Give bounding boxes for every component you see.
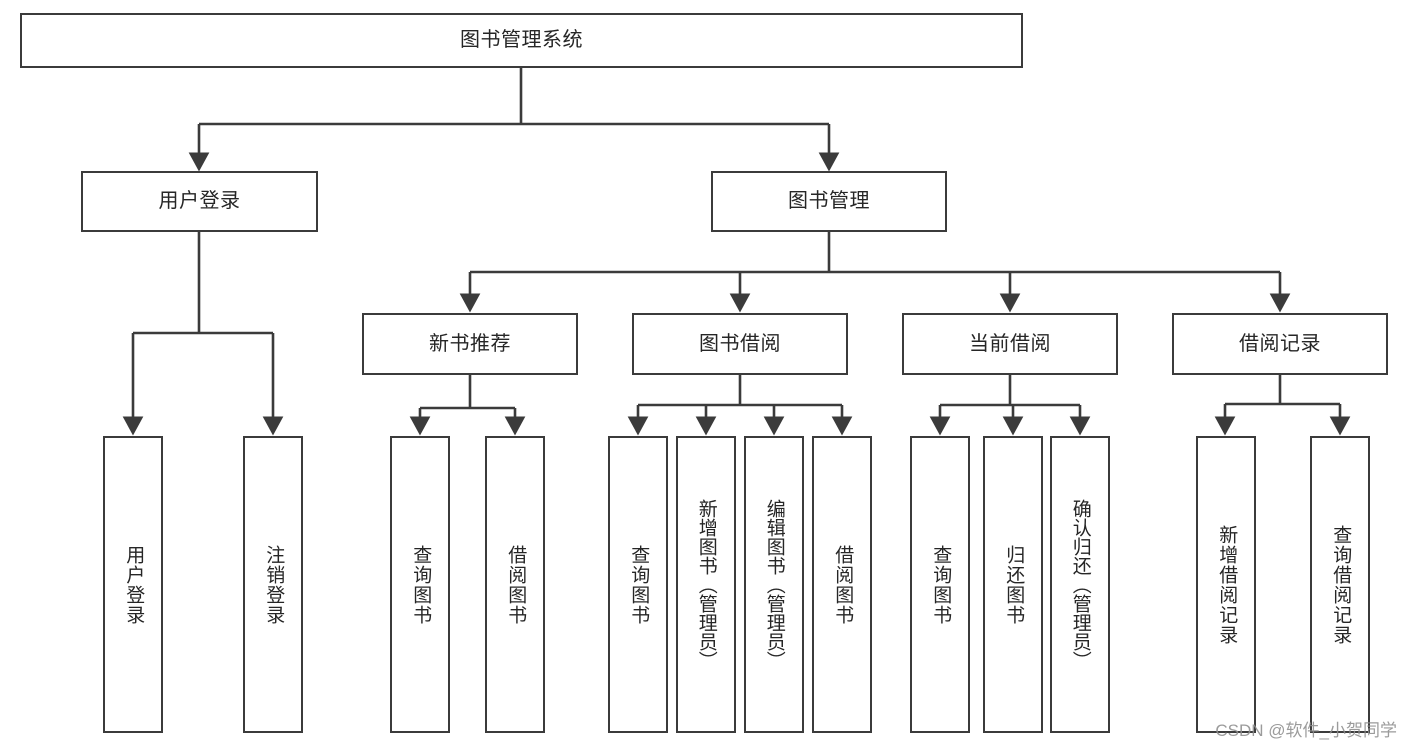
node-label: 图书借阅: [699, 332, 781, 355]
leaf-query-book-nb[interactable]: 查询图书: [390, 436, 450, 733]
leaf-borrow-book-nb[interactable]: 借阅图书: [485, 436, 545, 733]
leaf-add-borrow-record[interactable]: 新增借阅记录: [1196, 436, 1256, 733]
leaf-label: 借阅图书: [505, 544, 527, 625]
leaf-label: 新增图书（管理员）: [695, 499, 717, 670]
leaf-logout[interactable]: 注销登录: [243, 436, 303, 733]
leaf-confirm-return-admin[interactable]: 确认归还（管理员）: [1050, 436, 1110, 733]
node-new-book-recommend[interactable]: 新书推荐: [362, 313, 578, 375]
leaf-label: 查询图书: [410, 544, 432, 625]
leaf-label: 用户登录: [123, 544, 145, 625]
leaf-add-book-admin[interactable]: 新增图书（管理员）: [676, 436, 736, 733]
node-label: 图书管理系统: [460, 29, 583, 51]
node-user-login[interactable]: 用户登录: [81, 171, 318, 232]
leaf-label: 查询图书: [930, 544, 952, 625]
leaf-label: 查询图书: [628, 544, 650, 625]
node-label: 新书推荐: [429, 332, 511, 355]
node-label: 用户登录: [158, 190, 241, 212]
node-current-borrow[interactable]: 当前借阅: [902, 313, 1118, 375]
node-label: 图书管理: [788, 190, 870, 212]
leaf-query-borrow-record[interactable]: 查询借阅记录: [1310, 436, 1370, 733]
leaf-label: 借阅图书: [832, 544, 854, 625]
node-label: 当前借阅: [969, 332, 1051, 355]
leaf-label: 归还图书: [1003, 544, 1025, 625]
node-borrow-record[interactable]: 借阅记录: [1172, 313, 1388, 375]
leaf-label: 编辑图书（管理员）: [763, 499, 785, 670]
leaf-borrow-book-bb[interactable]: 借阅图书: [812, 436, 872, 733]
watermark-text: CSDN @软件_小贺同学: [1215, 721, 1397, 740]
node-label: 借阅记录: [1239, 332, 1321, 355]
leaf-edit-book-admin[interactable]: 编辑图书（管理员）: [744, 436, 804, 733]
leaf-query-book-cb[interactable]: 查询图书: [910, 436, 970, 733]
leaf-label: 查询借阅记录: [1330, 524, 1352, 645]
leaf-label: 新增借阅记录: [1216, 524, 1238, 645]
leaf-return-book[interactable]: 归还图书: [983, 436, 1043, 733]
leaf-user-login[interactable]: 用户登录: [103, 436, 163, 733]
leaf-label: 注销登录: [263, 544, 285, 625]
node-book-management[interactable]: 图书管理: [711, 171, 947, 232]
leaf-query-book-bb[interactable]: 查询图书: [608, 436, 668, 733]
node-book-borrow[interactable]: 图书借阅: [632, 313, 848, 375]
leaf-label: 确认归还（管理员）: [1069, 499, 1091, 670]
node-root-system[interactable]: 图书管理系统: [20, 13, 1023, 68]
